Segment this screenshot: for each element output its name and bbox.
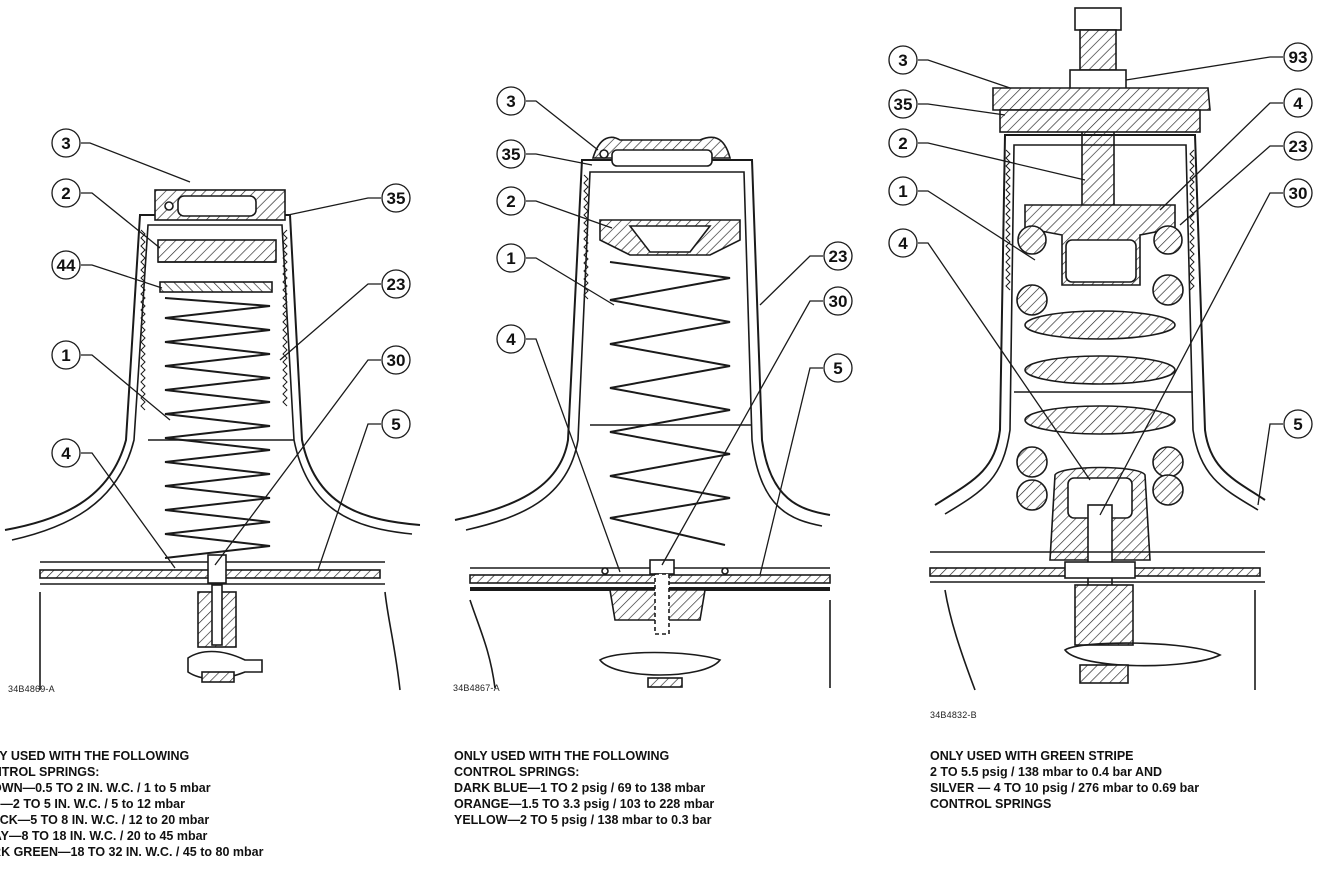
callout-4-circle (51, 438, 81, 468)
callout-35-circle (381, 183, 411, 213)
callout-label: 30 (387, 351, 406, 370)
callout-label: 35 (502, 145, 521, 164)
callout-5-circle (1283, 409, 1313, 439)
callout-3-circle (888, 45, 918, 75)
callout-44-circle (51, 250, 81, 280)
callout-23-circle (381, 269, 411, 299)
callout-label: 30 (829, 292, 848, 311)
callout-2-circle (51, 178, 81, 208)
callout-label: 3 (898, 51, 907, 70)
caption-line: ONLY USED WITH THE FOLLOWING (454, 749, 670, 763)
callout-label: 35 (387, 189, 406, 208)
callout-label: 2 (898, 134, 907, 153)
figure-3-id: 34B4832-B (930, 710, 977, 720)
callout-4-circle (1283, 88, 1313, 118)
caption-line: CONTROL SPRINGS (930, 797, 1052, 811)
callouts-figure-1: 3 2 44 35 23 1 30 4 5 (51, 128, 411, 571)
callout-4-circle (496, 324, 526, 354)
callout-30-circle (1283, 178, 1313, 208)
callout-label: 4 (1293, 94, 1303, 113)
callout-1-circle (496, 243, 526, 273)
figure-2-drawing (454, 136, 831, 689)
callout-label: 23 (387, 275, 406, 294)
caption-figure-1: ONLY USED WITH THE FOLLOWING CONTROL SPR… (0, 748, 263, 860)
callout-label: 4 (898, 234, 908, 253)
figure-2-id: 34B4867-A (453, 683, 500, 693)
callout-label: 3 (61, 134, 70, 153)
callout-label: 93 (1289, 48, 1308, 67)
callout-23-circle (823, 241, 853, 271)
caption-line: DARK GREEN—18 TO 32 IN. W.C. / 45 to 80 … (0, 845, 264, 859)
callout-4-circle (888, 228, 918, 258)
caption-line: BLACK—5 TO 8 IN. W.C. / 12 to 20 mbar (0, 813, 210, 827)
callout-label: 30 (1289, 184, 1308, 203)
callout-23-circle (1283, 131, 1313, 161)
callout-label: 1 (506, 249, 515, 268)
callout-label: 5 (1293, 415, 1302, 434)
callout-5-circle (381, 409, 411, 439)
caption-figure-2: ONLY USED WITH THE FOLLOWING CONTROL SPR… (454, 748, 714, 828)
callout-label: 1 (61, 346, 70, 365)
callout-93-circle (1283, 42, 1313, 72)
callout-3-circle (51, 128, 81, 158)
callout-3-circle (496, 86, 526, 116)
callout-label: 44 (57, 256, 76, 275)
caption-line: ORANGE—1.5 TO 3.3 psig / 103 to 228 mbar (454, 797, 715, 811)
callout-2-circle (496, 186, 526, 216)
callouts-figure-2: 3 35 2 1 4 23 30 5 (496, 86, 853, 576)
callout-label: 23 (829, 247, 848, 266)
callout-label: 5 (391, 415, 400, 434)
callout-label: 2 (61, 184, 70, 203)
callouts-figure-3: 3 35 2 1 4 93 4 23 30 5 (888, 42, 1313, 516)
caption-line: ONLY USED WITH GREEN STRIPE (930, 749, 1134, 763)
caption-line: 2 TO 5.5 psig / 138 mbar to 0.4 bar AND (930, 765, 1163, 779)
caption-line: RED—2 TO 5 IN. W.C. / 5 to 12 mbar (0, 797, 185, 811)
caption-1-clip: ONLY USED WITH THE FOLLOWING CONTROL SPR… (0, 748, 420, 878)
caption-line: ONLY USED WITH THE FOLLOWING (0, 749, 190, 763)
callout-label: 3 (506, 92, 515, 111)
callout-35-circle (888, 89, 918, 119)
callout-label: 2 (506, 192, 515, 211)
callout-35-circle (496, 139, 526, 169)
callout-label: 23 (1289, 137, 1308, 156)
callout-label: 1 (898, 182, 907, 201)
figure-1-id: 34B4869-A (8, 684, 55, 694)
callout-2-circle (888, 128, 918, 158)
caption-line: CONTROL SPRINGS: (454, 765, 580, 779)
figure-3-drawing (929, 7, 1266, 691)
caption-line: GRAY—8 TO 18 IN. W.C. / 20 to 45 mbar (0, 829, 208, 843)
caption-line: SILVER — 4 TO 10 psig / 276 mbar to 0.69… (930, 781, 1200, 795)
caption-line: DARK BLUE—1 TO 2 psig / 69 to 138 mbar (454, 781, 706, 795)
callout-30-circle (823, 286, 853, 316)
callout-5-circle (823, 353, 853, 383)
callout-label: 4 (506, 330, 516, 349)
caption-figure-3: ONLY USED WITH GREEN STRIPE 2 TO 5.5 psi… (930, 748, 1199, 812)
caption-line: CONTROL SPRINGS: (0, 765, 100, 779)
callout-label: 4 (61, 444, 71, 463)
callout-1-circle (51, 340, 81, 370)
callout-label: 5 (833, 359, 842, 378)
callout-label: 35 (894, 95, 913, 114)
callout-1-circle (888, 176, 918, 206)
callout-30-circle (381, 345, 411, 375)
figure-1-drawing (4, 189, 421, 691)
caption-line: BROWN—0.5 TO 2 IN. W.C. / 1 to 5 mbar (0, 781, 211, 795)
caption-line: YELLOW—2 TO 5 psig / 138 mbar to 0.3 bar (454, 813, 712, 827)
